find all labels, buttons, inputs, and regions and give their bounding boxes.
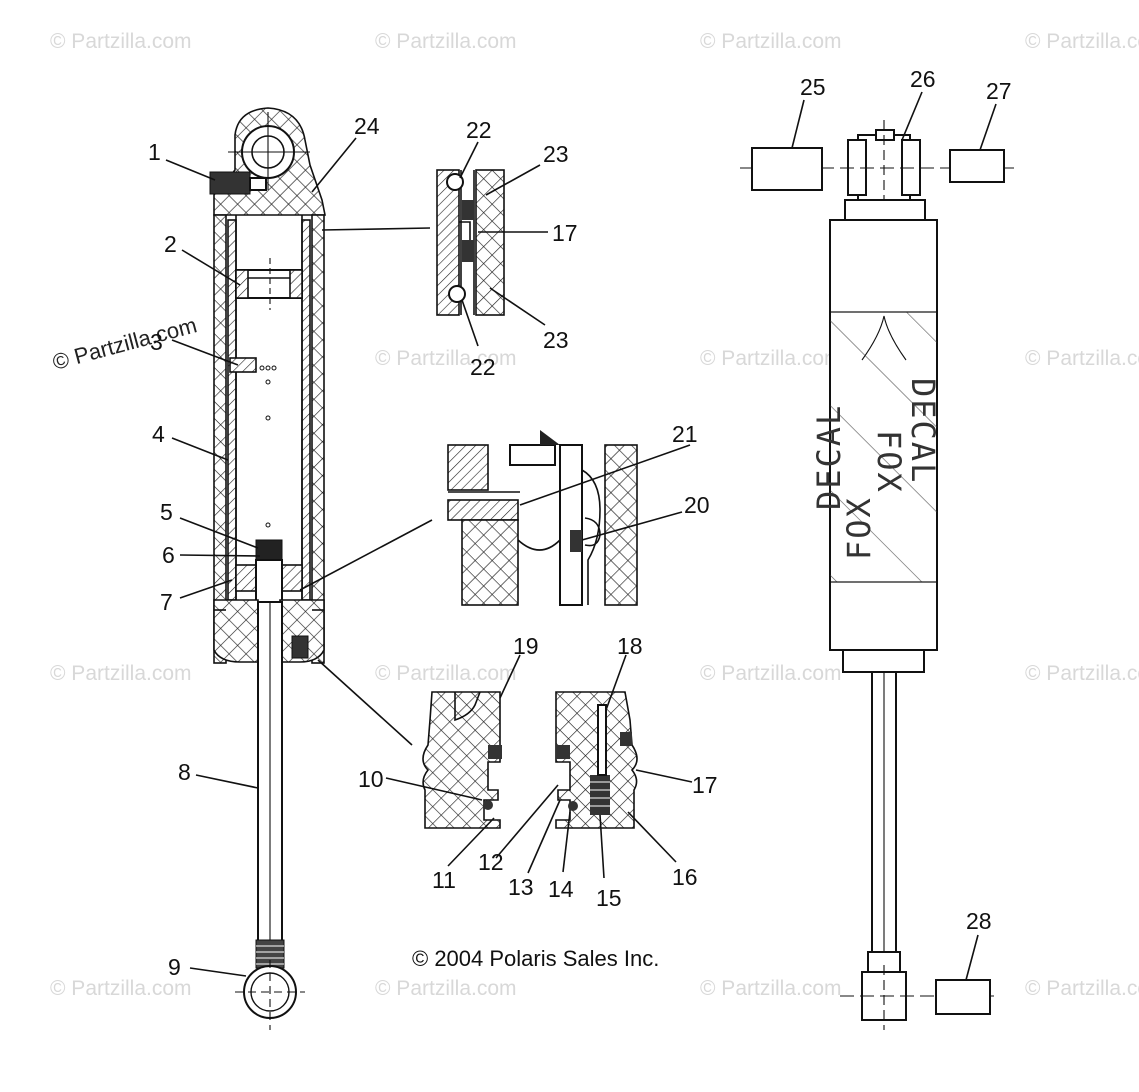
piston-nut xyxy=(255,539,283,561)
air-valve-screw xyxy=(209,171,251,195)
valve-15 xyxy=(590,775,610,815)
seal-20 xyxy=(570,530,582,552)
watermark: © Partzilla.com xyxy=(700,662,842,685)
detail-seal-top xyxy=(321,169,505,316)
watermark: © Partzilla.com xyxy=(375,662,517,685)
callout-17: 17 xyxy=(552,220,578,246)
callout-21: 21 xyxy=(672,421,698,447)
callout-25: 25 xyxy=(800,74,826,100)
decal-text-decal: DECAL xyxy=(904,378,942,484)
callout-16: 16 xyxy=(672,864,698,890)
callout-8: 8 xyxy=(178,759,191,785)
callout-17: 17 xyxy=(692,772,718,798)
callout-26: 26 xyxy=(910,66,936,92)
watermark: © Partzilla.com xyxy=(1025,347,1139,370)
callout-1: 1 xyxy=(148,139,161,165)
callout-27: 27 xyxy=(986,78,1012,104)
fox-decal xyxy=(829,311,938,583)
callout-6: 6 xyxy=(162,542,175,568)
seal-head-right xyxy=(279,599,325,663)
outer-body-left-wall xyxy=(213,214,227,664)
piston-band-21 xyxy=(447,499,519,521)
callout-20: 20 xyxy=(684,492,710,518)
decal-text-fox: FOX xyxy=(870,430,908,494)
callout-12: 12 xyxy=(478,849,504,875)
callout-24: 24 xyxy=(354,113,380,139)
assembled-shock: FOX DECAL DECAL FOX xyxy=(740,120,1015,1030)
callout-5: 5 xyxy=(160,499,173,525)
callout-3: 3 xyxy=(150,329,163,355)
bearing-cap-left xyxy=(422,691,501,829)
watermark: © Partzilla.com xyxy=(700,977,842,1000)
bearing-cap-right xyxy=(555,691,638,829)
callout-13: 13 xyxy=(508,874,534,900)
o-ring-22 xyxy=(446,173,464,191)
callout-14: 14 xyxy=(548,876,574,902)
watermark: © Partzilla.com xyxy=(1025,662,1139,685)
callout-18: 18 xyxy=(617,633,643,659)
detail-piston-seal xyxy=(299,430,638,606)
callout-10: 10 xyxy=(358,766,384,792)
callout-23: 23 xyxy=(543,327,569,353)
watermark: © Partzilla.com xyxy=(1025,977,1139,1000)
seal-head-left xyxy=(213,599,259,663)
callout-19: 19 xyxy=(513,633,539,659)
bleed-port xyxy=(229,357,257,373)
watermark-dark: © Partzilla.com xyxy=(50,312,200,375)
callout-15: 15 xyxy=(596,885,622,911)
callout-23: 23 xyxy=(543,141,569,167)
leader-lines xyxy=(165,91,997,981)
watermark: © Partzilla.com xyxy=(50,977,192,1000)
outer-body-right-wall xyxy=(311,214,325,664)
inner-cylinder-right-wall xyxy=(301,219,311,601)
inner-cylinder-left-wall xyxy=(227,219,237,601)
watermark: © Partzilla.com xyxy=(375,347,517,370)
copyright-text: © 2004 Polaris Sales Inc. xyxy=(412,946,659,971)
watermark: © Partzilla.com xyxy=(50,662,192,685)
callout-4: 4 xyxy=(152,421,165,447)
decal-text-fox: FOX xyxy=(840,496,878,560)
watermark: © Partzilla.com xyxy=(700,347,842,370)
callout-7: 7 xyxy=(160,589,173,615)
decal-text-decal: DECAL xyxy=(810,404,848,510)
o-ring-22 xyxy=(448,285,466,303)
watermark: © Partzilla.com xyxy=(375,30,517,53)
callout-22: 22 xyxy=(470,354,496,380)
bushing-27 xyxy=(949,149,1005,183)
watermark: © Partzilla.com xyxy=(1025,30,1139,53)
shock-cross-section xyxy=(209,107,326,1030)
watermark: © Partzilla.com xyxy=(50,30,192,53)
watermark: © Partzilla.com xyxy=(375,977,517,1000)
callout-28: 28 xyxy=(966,908,992,934)
callout-11: 11 xyxy=(432,867,456,893)
bushing-28 xyxy=(935,979,991,1015)
callout-9: 9 xyxy=(168,954,181,980)
detail-bearing-cap xyxy=(317,659,638,829)
watermark: © Partzilla.com xyxy=(700,30,842,53)
callout-labels: 1 2 3 4 5 6 7 8 9 10 11 12 13 14 15 16 1… xyxy=(148,66,1012,980)
callout-22: 22 xyxy=(466,117,492,143)
callout-2: 2 xyxy=(164,231,177,257)
bushing-25 xyxy=(751,147,823,191)
